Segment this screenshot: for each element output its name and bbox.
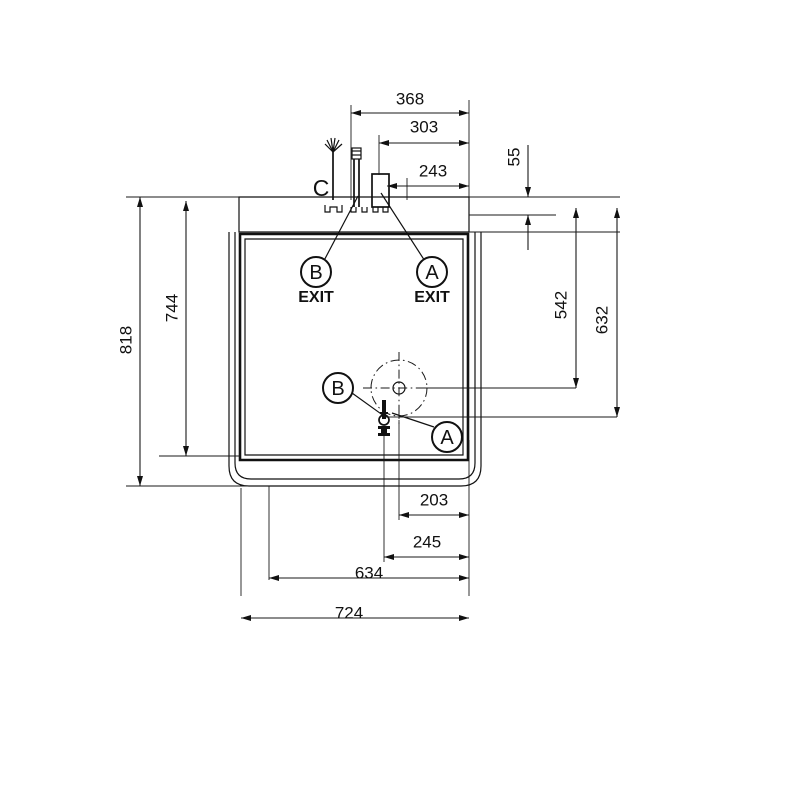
dim-245: 245 (384, 532, 469, 560)
dim-303-text: 303 (410, 117, 438, 136)
dim-634-text: 634 (355, 563, 383, 582)
top-dimensions-group: 368 303 243 (350, 89, 470, 200)
tag-c-label: C (313, 175, 330, 201)
dim-632: 632 (399, 208, 620, 418)
dim-818: 818 (116, 197, 143, 486)
callout-a-bottom-label: A (440, 427, 454, 449)
dim-634: 634 (269, 563, 469, 582)
dim-542-text: 542 (551, 291, 570, 319)
dim-744-text: 744 (162, 294, 181, 322)
dim-303: 303 (379, 117, 469, 146)
dim-203-text: 203 (420, 490, 448, 509)
callout-b-top-exit: EXIT (298, 289, 334, 306)
callout-a-top-exit: EXIT (414, 289, 450, 306)
outer-shell-inner-line (234, 232, 476, 480)
callouts-group: B EXIT A EXIT B A C (298, 175, 463, 453)
right-dimensions-group: 55 542 632 (399, 145, 620, 418)
dim-724: 724 (241, 603, 469, 622)
outer-shell-outline (228, 232, 482, 487)
callout-a-top-circle (416, 256, 448, 288)
dim-203: 203 (399, 490, 469, 518)
flex-cable-symbol (324, 137, 343, 213)
inner-frame-heavy (238, 232, 470, 462)
appliance-body-group (228, 196, 620, 487)
callout-a-top-label: A (425, 262, 439, 284)
callout-b-bottom-label: B (331, 378, 344, 400)
gas-valve-symbol (378, 400, 390, 436)
dim-243-text: 243 (419, 161, 447, 180)
threaded-stud-symbol (350, 147, 368, 213)
dim-818-text: 818 (116, 326, 135, 354)
callout-b-top-circle (300, 256, 332, 288)
dim-368: 368 (351, 89, 469, 116)
dim-368-text: 368 (396, 89, 424, 108)
callout-a-bottom[interactable]: A (391, 412, 463, 453)
dim-542: 542 (420, 208, 579, 389)
dim-55-text: 55 (504, 148, 523, 167)
dim-245-text: 245 (413, 532, 441, 551)
dim-632-text: 632 (592, 306, 611, 334)
top-fittings-group (324, 137, 390, 213)
callout-b-bottom[interactable]: B (322, 372, 385, 417)
dim-744: 744 (162, 201, 189, 456)
dim-243: 243 (387, 161, 469, 189)
terminal-box-symbol (371, 173, 390, 213)
callout-b-top[interactable]: B EXIT (298, 195, 359, 306)
callout-a-bottom-circle (431, 421, 463, 453)
callout-b-bottom-circle (322, 372, 354, 404)
bottom-dimensions-group: 203 245 634 724 (240, 420, 470, 622)
callout-a-top[interactable]: A EXIT (380, 192, 450, 306)
dim-55: 55 (504, 145, 531, 250)
inner-frame-thin (244, 238, 464, 456)
callout-b-top-label: B (309, 262, 322, 284)
left-dimensions-group: 818 744 (116, 196, 270, 487)
dim-724-text: 724 (335, 603, 363, 622)
